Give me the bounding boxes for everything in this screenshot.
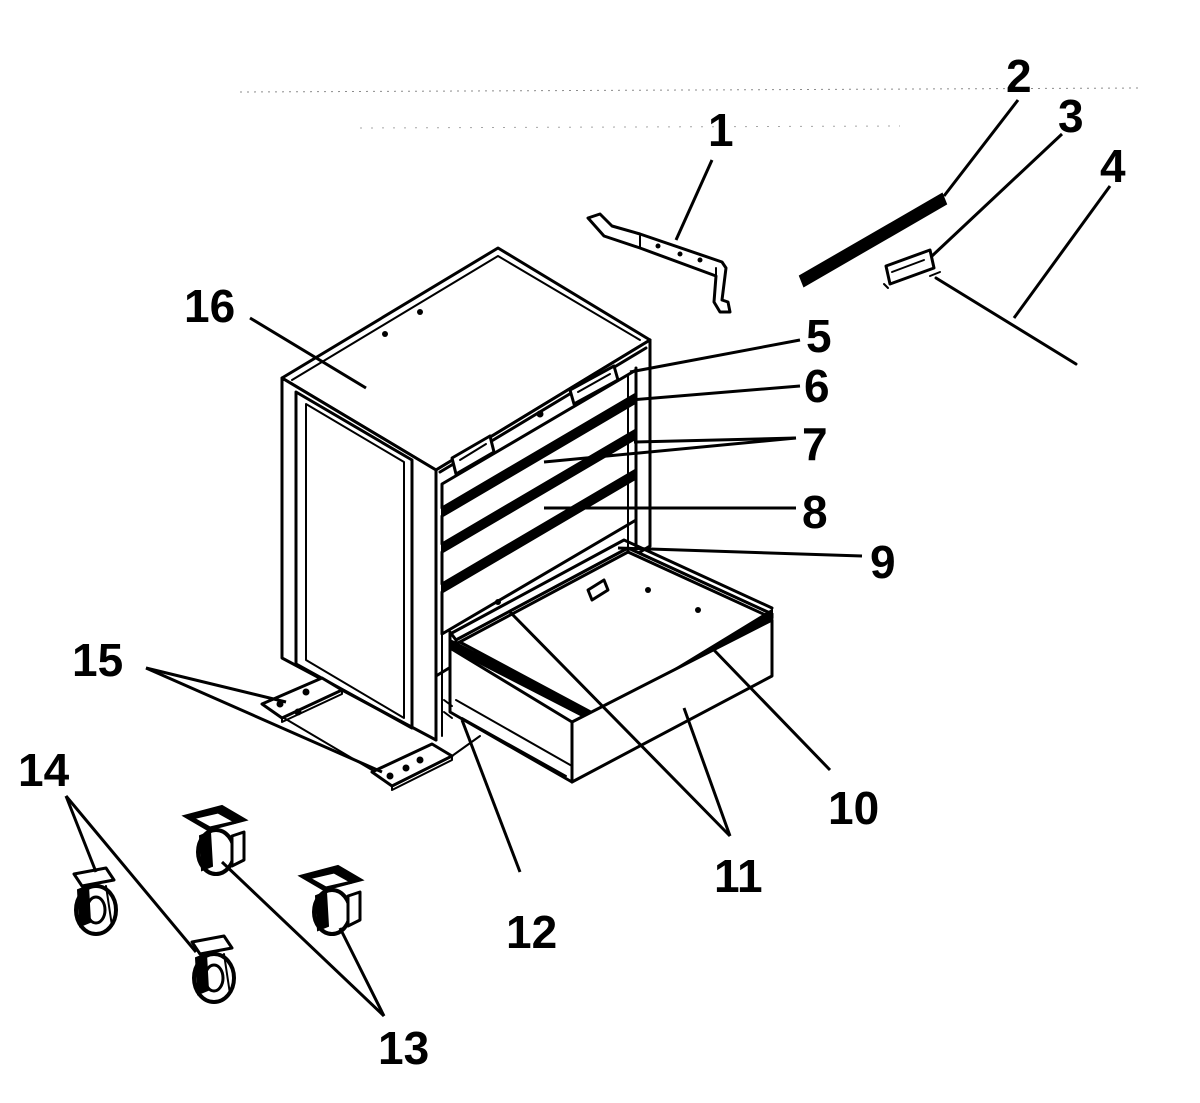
callout-16: 16 [184,280,235,332]
part-base-plates [260,676,481,791]
caster-13a [181,804,249,876]
callout-14: 14 [18,744,70,796]
caster-group [72,804,365,1004]
caster-14a [72,866,118,936]
callout-labels: 1 2 3 4 5 6 7 8 9 10 11 12 13 14 15 16 [18,50,1126,1074]
callout-8: 8 [802,486,828,538]
callout-15: 15 [72,634,123,686]
callout-7: 7 [802,418,828,470]
callout-12: 12 [506,906,557,958]
callout-9: 9 [870,536,896,588]
callout-13: 13 [378,1022,429,1074]
callout-5: 5 [806,310,832,362]
callout-11: 11 [714,850,763,902]
callout-2: 2 [1006,50,1032,102]
part-bracket [586,212,732,314]
scan-artifact-line [239,87,1141,129]
cabinet-body [280,246,652,742]
part-small-plate [883,248,936,289]
leader-lines [64,99,1112,1018]
part-strip [798,192,948,288]
open-drawer [443,538,774,784]
callout-1: 1 [708,104,734,156]
caster-13b [297,864,365,936]
callout-4: 4 [1100,140,1126,192]
part-rod [929,271,1078,366]
callout-6: 6 [804,360,830,412]
caster-14b [190,934,236,1004]
callout-10: 10 [828,782,879,834]
callout-3: 3 [1058,90,1084,142]
